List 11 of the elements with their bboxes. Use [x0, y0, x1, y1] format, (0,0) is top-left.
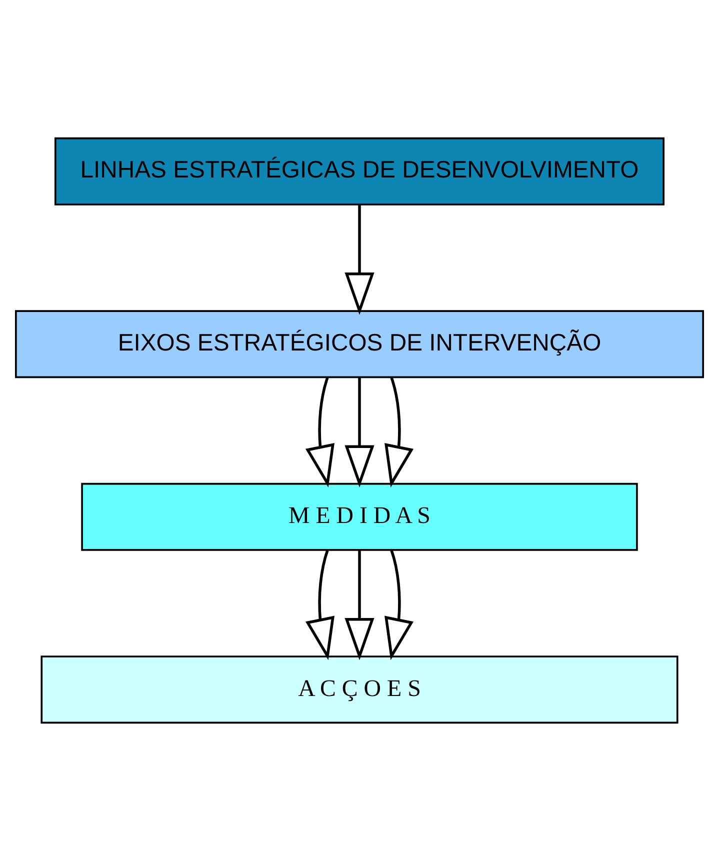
node-box: M E D I D A S	[81, 482, 638, 550]
arrow	[384, 550, 414, 660]
arrow	[344, 377, 374, 488]
node-box: LINHAS ESTRATÉGICAS DE DESENVOLVIMENTO	[54, 136, 665, 205]
node-box: EIXOS ESTRATÉGICOS DE INTERVENÇÃO	[14, 310, 704, 378]
node-box: A C Ç O E S	[40, 655, 678, 724]
arrow	[305, 376, 334, 487]
arrow	[384, 376, 414, 487]
arrow	[344, 550, 374, 660]
arrow	[305, 550, 334, 660]
arrow	[344, 204, 374, 314]
